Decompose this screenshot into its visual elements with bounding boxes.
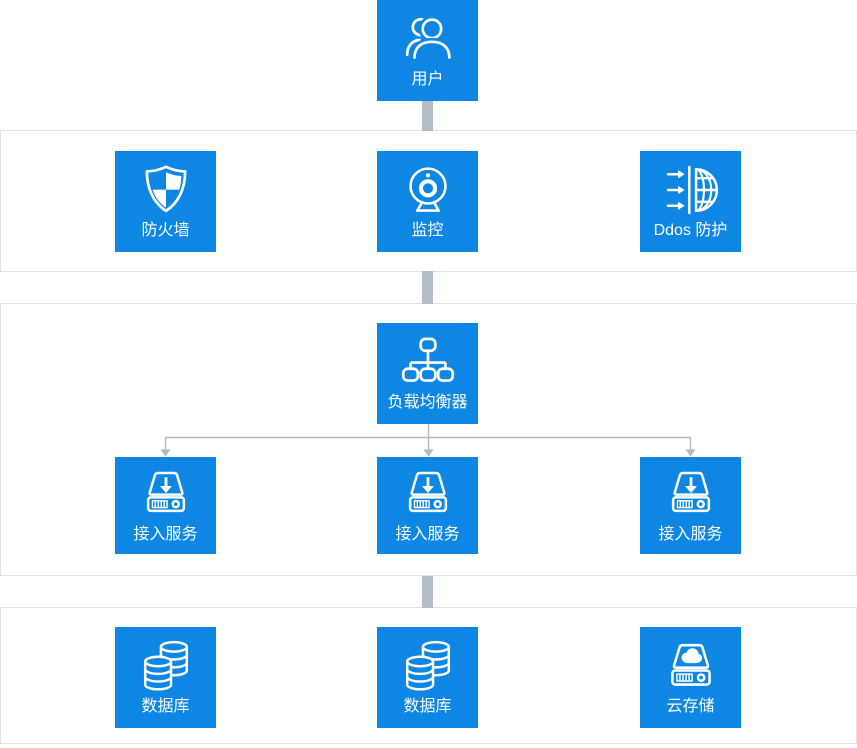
server-download-icon: [671, 471, 710, 513]
database-icon: [143, 640, 188, 691]
node-label: 用户: [411, 71, 444, 88]
users-icon: [405, 15, 453, 62]
node-load-balancer: 负载均衡器: [377, 323, 478, 424]
node-database-2: 数据库: [377, 627, 478, 728]
node-label: 防火墙: [141, 222, 190, 239]
shield-icon: [145, 165, 186, 213]
webcam-icon: [408, 167, 447, 212]
server-download-icon: [146, 471, 185, 513]
node-access-service-2: 接入服务: [377, 457, 478, 554]
node-label: 接入服务: [395, 526, 460, 543]
node-access-service-1: 接入服务: [115, 457, 216, 554]
connector-bar-access-to-storage: [422, 576, 433, 608]
node-user: 用户: [377, 0, 478, 101]
node-monitoring: 监控: [377, 151, 478, 252]
connector-bar-user-to-security: [422, 100, 433, 131]
node-ddos: Ddos 防护: [640, 151, 741, 252]
node-database-1: 数据库: [115, 627, 216, 728]
node-label: Ddos 防护: [653, 222, 728, 239]
node-cloud-storage: 云存储: [640, 627, 741, 728]
node-label: 负载均衡器: [387, 394, 468, 411]
node-firewall: 防火墙: [115, 151, 216, 252]
server-download-icon: [408, 471, 447, 513]
node-label: 接入服务: [658, 526, 723, 543]
node-access-service-3: 接入服务: [640, 457, 741, 554]
cloud-drive-icon: [670, 643, 711, 686]
database-icon: [405, 640, 450, 691]
node-label: 云存储: [666, 698, 715, 715]
node-label: 数据库: [141, 698, 190, 715]
node-label: 数据库: [403, 698, 452, 715]
topology-icon: [401, 337, 454, 382]
globe-arrows-icon: [666, 165, 718, 215]
connector-bar-security-to-access: [422, 271, 433, 304]
node-label: 监控: [411, 222, 444, 239]
node-label: 接入服务: [133, 526, 198, 543]
